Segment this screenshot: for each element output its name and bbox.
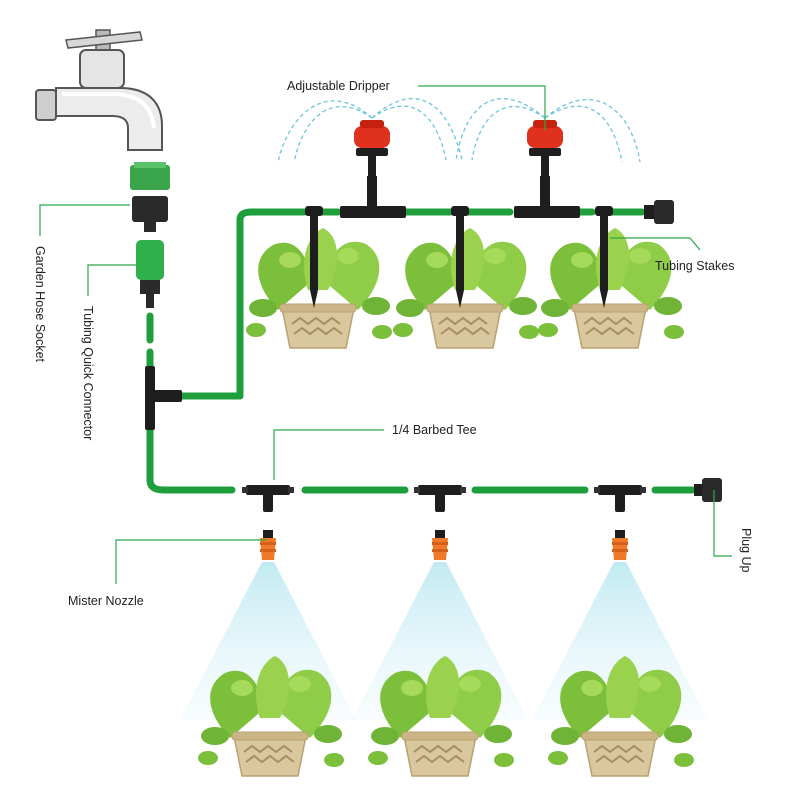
barbed-tee-3	[594, 485, 646, 512]
tubing-quick-connector	[136, 240, 164, 308]
drip-tee-2	[514, 176, 580, 218]
label-garden-hose-socket: Garden Hose Socket	[33, 246, 47, 363]
label-tubing-stakes: Tubing Stakes	[655, 259, 734, 273]
faucet-icon	[35, 29, 163, 151]
label-tubing-quick-connector: Tubing Quick Connector	[81, 306, 95, 440]
label-mister-nozzle: Mister Nozzle	[68, 594, 144, 608]
dripper-spray	[277, 98, 641, 163]
label-plug-up: Plug Up	[739, 528, 753, 573]
potted-plant-icon	[537, 227, 685, 349]
potted-plant-icon	[245, 227, 393, 349]
barbed-tee-1	[242, 485, 294, 512]
top-plug	[644, 200, 674, 224]
mister-nozzle-2	[432, 530, 448, 560]
drip-tee-1	[340, 176, 406, 218]
label-barbed-tee: 1/4 Barbed Tee	[392, 423, 477, 437]
tubing-network	[146, 208, 696, 494]
adjustable-dripper-1	[354, 120, 390, 180]
mister-nozzle-3	[612, 530, 628, 560]
potted-plant-icon	[392, 227, 540, 349]
bottom-plug	[694, 478, 722, 502]
label-adjustable-dripper: Adjustable Dripper	[287, 79, 390, 93]
main-tee	[145, 366, 182, 430]
garden-hose-socket	[130, 162, 170, 232]
leader-lines	[39, 85, 732, 584]
barbed-tee-2	[414, 485, 466, 512]
mister-nozzle-1	[260, 530, 276, 560]
